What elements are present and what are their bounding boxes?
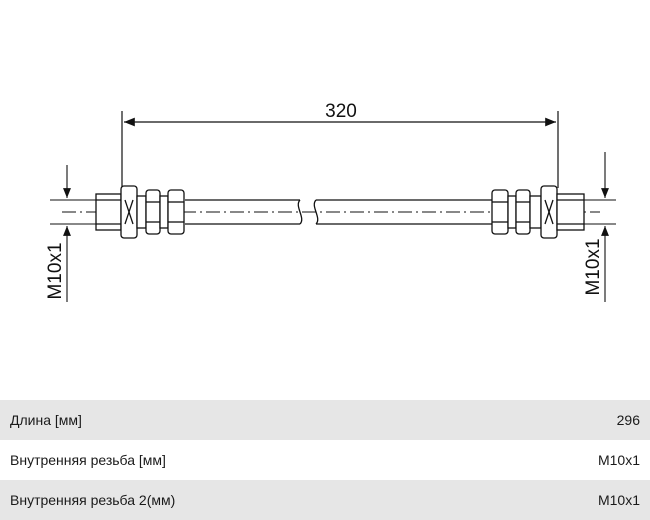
length-dimension-label: 320 [325, 101, 357, 122]
right-thread-label: M10x1 [583, 238, 604, 295]
hose-body [185, 199, 492, 225]
length-dimension: 320 [121, 101, 559, 188]
spec-row-thread-2: Внутренняя резьба 2(мм) M10x1 [0, 480, 650, 520]
spec-table: Длина [мм] 296 Внутренняя резьба [мм] M1… [0, 400, 650, 520]
spec-row-length: Длина [мм] 296 [0, 400, 650, 440]
left-thread-dimension: M10x1 [45, 165, 96, 302]
spec-label: Длина [мм] [10, 412, 82, 428]
right-fitting [491, 185, 585, 239]
spec-row-thread: Внутренняя резьба [мм] M10x1 [0, 440, 650, 480]
spec-label: Внутренняя резьба 2(мм) [10, 492, 176, 508]
left-fitting [95, 185, 185, 239]
right-thread-dimension: M10x1 [583, 152, 616, 302]
spec-value: M10x1 [597, 452, 640, 468]
left-thread-label: M10x1 [45, 242, 66, 299]
spec-value: M10x1 [597, 492, 640, 508]
hose-drawing: 320 [45, 101, 616, 302]
spec-label: Внутренняя резьба [мм] [10, 452, 166, 468]
spec-value: 296 [616, 412, 640, 428]
